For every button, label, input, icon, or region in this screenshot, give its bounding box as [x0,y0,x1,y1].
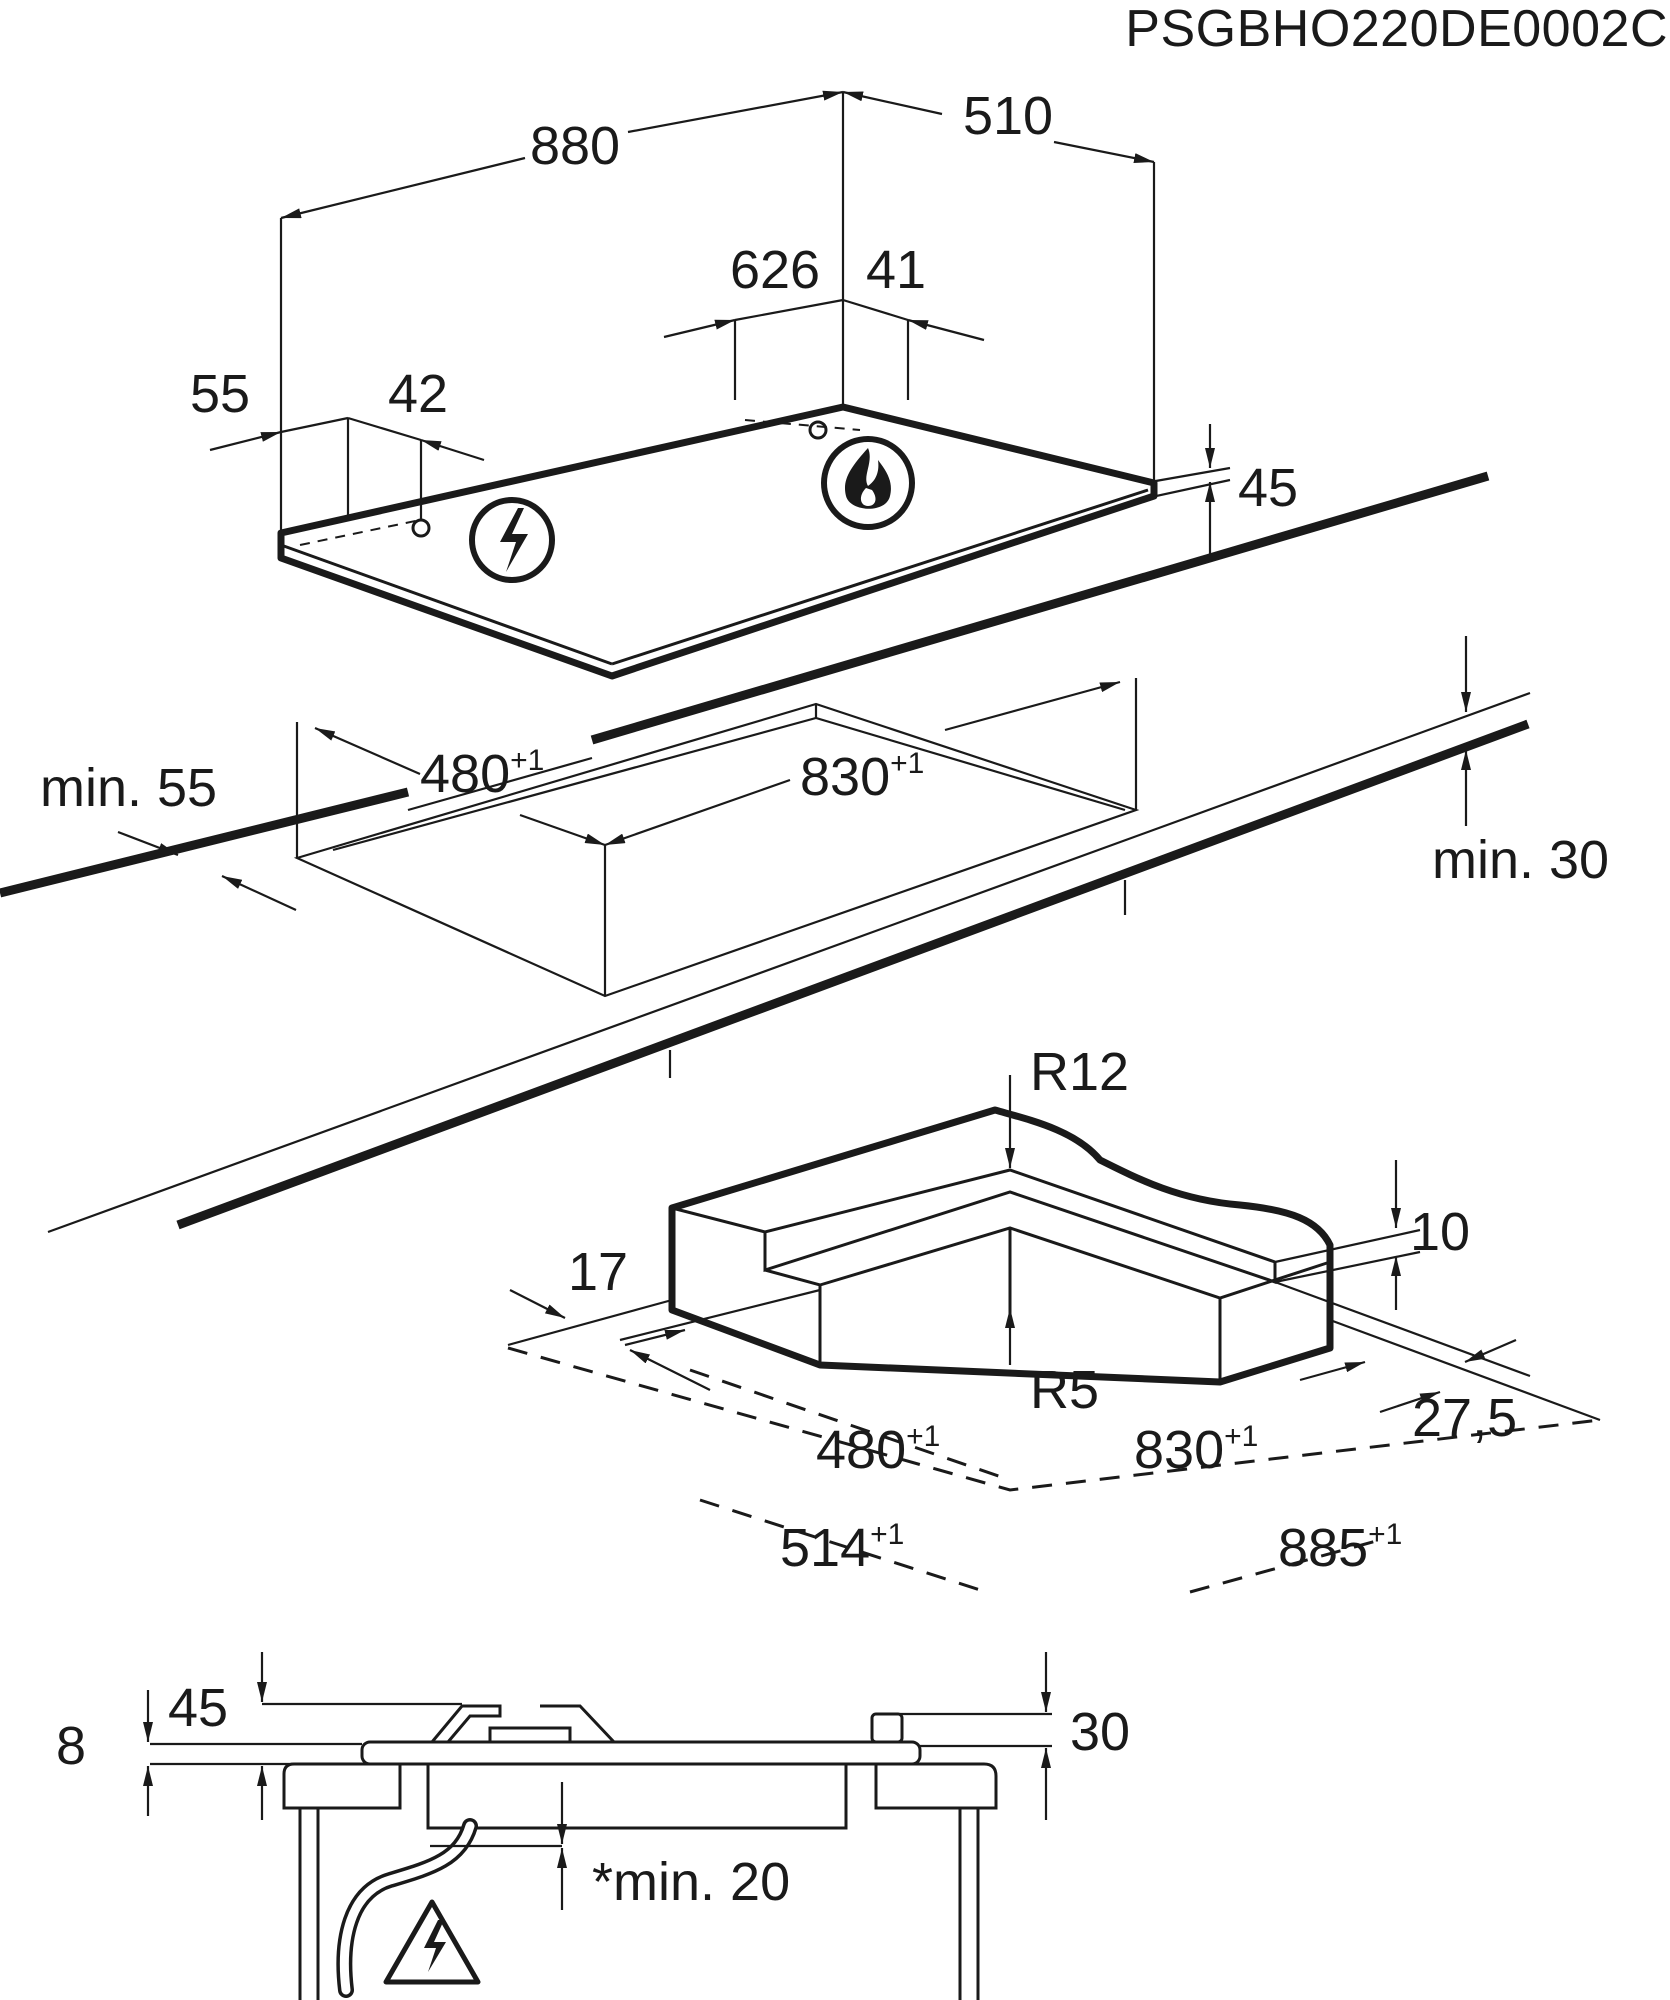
electric-inlet-point [411,518,431,538]
worktop-back-inner [407,756,593,812]
dim-626-arrow [663,318,736,339]
label-cut-480: 480+1 [420,744,544,804]
hob-front-edge [280,543,613,666]
worktop-cutout-view: 480+1 830+1 min. 55 min. 30 [0,471,1609,1234]
label-el-55: 55 [190,364,250,424]
flush-ref-side-inner [1274,1280,1531,1378]
section-view: 45 8 30 *min. 20 [56,1652,1130,2000]
flush-dash-outer [507,1346,1601,1492]
flush-ref-side [1329,1318,1601,1422]
dim-880-right [627,90,844,134]
dim-510-left [842,90,943,116]
electric-warning-triangle-icon [383,1899,481,1985]
flush-ref-10-top [1274,1228,1421,1264]
section-knob [870,1712,904,1744]
ext-line-gas-b [842,298,909,322]
dim-flush-480-a [629,1349,711,1391]
label-depth-510: 510 [963,86,1053,146]
label-flush-514: 514+1 [780,1518,904,1578]
label-sec-min20: *min. 20 [592,1852,790,1912]
dim-42-arrow [420,438,485,462]
flush-block-outline [668,1106,1334,1386]
label-cut-830: 830+1 [800,747,924,807]
label-r5: R5 [1030,1360,1099,1420]
flame-icon [821,436,915,530]
document-code: PSGBHO220DE0002C [1125,0,1668,58]
flush-rebate-back [671,1168,1276,1264]
flush-ref-front [507,1298,673,1347]
label-sec-30: 30 [1070,1702,1130,1762]
label-flush-885: 885+1 [1278,1518,1402,1578]
worktop-front-edge-top [47,691,1531,1234]
dim-flush-830-b [1379,1390,1441,1414]
lightning-bolt-icon [469,497,555,583]
hob-ref-dash-left [299,519,421,546]
label-el-42: 42 [388,364,448,424]
dim-480-lower [519,813,606,847]
dim-510-right [1053,140,1155,164]
dim-27-5-arrow [1464,1338,1517,1364]
label-r12: R12 [1030,1042,1129,1102]
dim-480-upper [314,726,421,776]
section-worktop-right [874,1762,998,1810]
dim-830-upper [944,680,1121,732]
dim-flush-480-b [624,1328,686,1347]
flush-inner-cut [764,1226,1331,1300]
ext-line-el-b [280,416,349,434]
section-glass-top [360,1740,922,1766]
worktop-front-edge [176,719,1530,1230]
ext-line-el-c [347,416,422,442]
dim-880-left [280,156,526,220]
label-flush-480: 480+1 [816,1420,940,1480]
section-pan-support-right [540,1704,616,1744]
worktop-back-edge-right [590,471,1490,745]
flush-rebate-step [763,1190,1277,1285]
flush-ref-inner [619,1288,821,1342]
hob-outline [277,403,1158,680]
dim-min55-left [117,830,179,857]
dim-626-line [734,298,844,322]
label-height-45: 45 [1238,458,1298,518]
label-sec-8: 8 [56,1716,86,1776]
label-gas-626: 626 [730,240,820,300]
label-rebate-10: 10 [1410,1202,1470,1262]
section-burner [488,1726,572,1744]
hob-side-edge [611,488,1149,666]
label-flush-830: 830+1 [1134,1420,1258,1480]
label-sec-45: 45 [168,1678,228,1738]
section-body [426,1764,848,1830]
label-min-30: min. 30 [1432,830,1609,890]
label-min-55: min. 55 [40,758,217,818]
flush-dash-inner [689,1368,1011,1482]
section-worktop-left [282,1762,402,1810]
dim-flush-830-a [1299,1360,1366,1382]
label-rebate-17: 17 [568,1242,628,1302]
dim-17-arrow [509,1289,566,1319]
gas-inlet-point [808,420,828,440]
dim-41-arrow [907,318,985,342]
worktop-back-edge-left [0,787,410,898]
flush-dash-514 [699,1498,981,1592]
hob-ref-dash-right [744,419,861,431]
dim-830-lower [604,778,791,847]
dim-55-arrow [209,430,282,452]
flush-mount-view: R12 R5 10 17 27,5 480+1 830+1 514+1 885+… [507,1042,1601,1594]
hob-top-view: 880 510 626 41 55 42 45 [190,86,1298,680]
label-gas-41: 41 [866,240,926,300]
ext-line-h-top [1149,466,1231,484]
label-rebate-27-5: 27,5 [1412,1388,1517,1448]
section-pan-support-left [430,1704,502,1743]
dim-min55-right [221,875,297,911]
label-width-880: 880 [530,116,620,176]
